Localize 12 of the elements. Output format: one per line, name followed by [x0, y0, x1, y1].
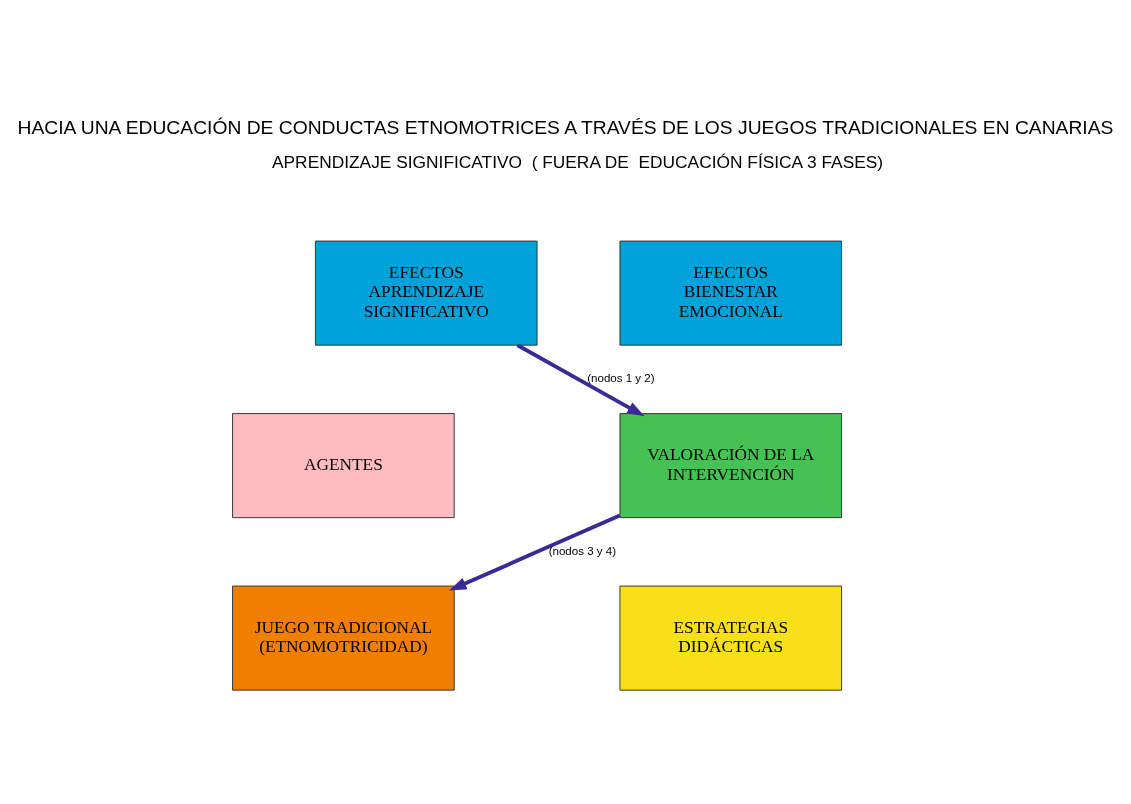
node-box: AGENTES — [232, 412, 455, 518]
label: APRENDIZAJE SIGNIFICATIVO ( FUERA DE EDUCACIÓN FÍSICA 3 FASES) — [272, 151, 884, 172]
node-box: VALORACIÓN DE LA INTERVENCIÓN — [619, 412, 843, 518]
diagram-title: HACIA UNA EDUCACIÓN DE CONDUCTAS ETNOMOTRICES A TRAVÉS DE LOS JUEGOS TRADICIONALES EN CANARIAS — [17, 116, 1114, 138]
node-box: ESTRATEGIAS DIDÁCTICAS — [619, 585, 843, 691]
edge-label: (nodos 3 y 4) — [548, 544, 617, 557]
edge-label: (nodos 1 y 2) — [587, 371, 655, 384]
node-box: EFECTOS BIENESTAR EMOCIONAL — [619, 240, 843, 346]
arrow — [449, 513, 621, 591]
node-box: JUEGO TRADICIONAL (ETNOMOTRICIDAD) — [232, 585, 455, 691]
arrow — [516, 343, 645, 416]
node-box: EFECTOS APRENDIZAJE SIGNIFICATIVO — [314, 240, 538, 346]
